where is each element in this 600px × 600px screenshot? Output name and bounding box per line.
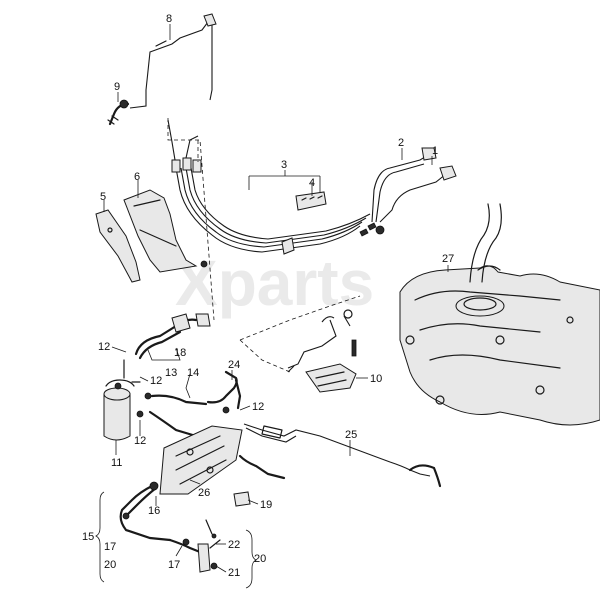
callout-14: 14 (187, 367, 199, 379)
callout-15: 15 (82, 531, 94, 543)
fuel-line-bundle (167, 119, 377, 255)
callout-17-a: 17 (104, 541, 116, 553)
callout-12-c: 12 (252, 401, 264, 413)
callout-1: 1 (432, 145, 438, 157)
bottom-hoses (119, 481, 221, 573)
callout-18: 18 (174, 347, 186, 359)
callout-25: 25 (345, 429, 357, 441)
callout-20-b: 20 (254, 553, 266, 565)
fuel-filter-11 (103, 359, 141, 441)
callout-4: 4 (309, 177, 315, 189)
callout-3: 3 (281, 159, 287, 171)
callout-10: 10 (370, 373, 382, 385)
callout-12-b: 12 (150, 375, 162, 387)
callout-9: 9 (114, 81, 120, 93)
connector-housing-26 (159, 425, 243, 495)
filter-lines-18 (134, 313, 211, 360)
callout-24: 24 (228, 359, 240, 371)
bracket-part-5 (95, 209, 141, 283)
callout-11: 11 (111, 457, 122, 469)
callout-22: 22 (228, 539, 240, 551)
callout-19: 19 (260, 499, 272, 511)
callout-26: 26 (198, 487, 210, 499)
hose-part-9 (107, 99, 130, 126)
callout-16: 16 (148, 505, 160, 517)
vent-line-8 (129, 13, 217, 109)
callout-6: 6 (134, 171, 140, 183)
callout-5: 5 (100, 191, 106, 203)
callout-12-d: 12 (134, 435, 146, 447)
callout-12-a: 12 (98, 341, 110, 353)
hose-bracket-19 (233, 454, 286, 507)
callout-2: 2 (398, 137, 404, 149)
leader-lines (95, 24, 449, 589)
pump-module-10 (287, 309, 357, 393)
callout-8: 8 (166, 13, 172, 25)
callout-17-b: 17 (168, 559, 180, 571)
callout-27: 27 (442, 253, 454, 265)
watermark-text: Xparts (175, 247, 374, 319)
fuel-line-25 (243, 423, 442, 488)
bracket-part-6 (123, 189, 208, 273)
callout-20-a: 20 (104, 559, 116, 571)
fuel-lines-1-2 (371, 147, 457, 235)
dashed-guides (167, 118, 361, 373)
callout-21: 21 (228, 567, 240, 579)
fuel-tank (399, 203, 600, 426)
clip-part-4 (295, 191, 327, 211)
callout-13: 13 (165, 367, 177, 379)
hoses-14-24 (136, 370, 242, 438)
